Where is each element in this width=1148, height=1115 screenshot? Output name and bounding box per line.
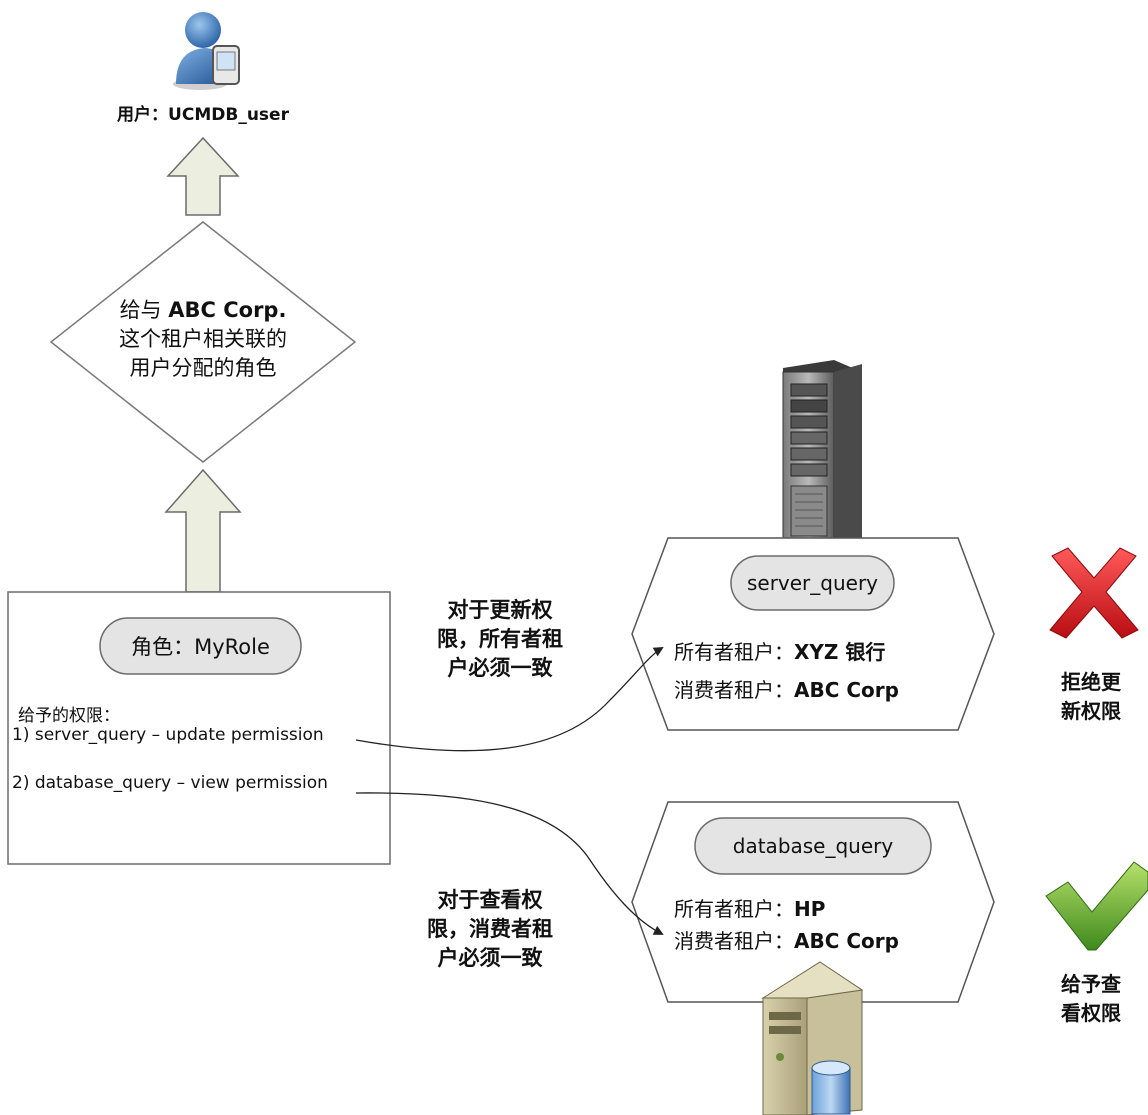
database-consumer-value: ABC Corp	[794, 929, 899, 953]
view-rule-line-2: 限，消费者租	[427, 917, 553, 941]
deny-result-line-1: 拒绝更	[1061, 670, 1121, 694]
diamond-text: 给与 ABC Corp. 这个租户相关联的 用户分配的角色	[90, 296, 316, 383]
server-owner-row: 所有者租户：XYZ 银行	[674, 636, 885, 665]
deny-result-line-2: 新权限	[1061, 699, 1121, 723]
role-pill	[99, 617, 302, 675]
server-query-hexagon	[631, 537, 995, 731]
diamond-line-1-prefix: 给与	[119, 298, 169, 322]
database-query-pill	[694, 817, 932, 875]
deny-result-text: 拒绝更 新权限	[1036, 668, 1146, 726]
view-rule-text: 对于查看权 限，消费者租 户必须一致	[400, 886, 580, 973]
database-owner-label: 所有者租户：	[674, 897, 794, 921]
view-rule-line-3: 户必须一致	[437, 946, 543, 970]
server-tower-icon	[782, 360, 862, 549]
grant-result-text: 给予查 看权限	[1036, 970, 1146, 1028]
update-rule-text: 对于更新权 限，所有者租 户必须一致	[410, 596, 590, 683]
server-consumer-value: ABC Corp	[794, 678, 899, 702]
grant-result-line-1: 给予查	[1061, 972, 1121, 996]
update-rule-line-2: 限，所有者租	[437, 627, 563, 651]
red-x-icon	[1049, 547, 1139, 639]
view-permission-connector	[355, 792, 664, 935]
server-consumer-label: 消费者租户：	[674, 678, 794, 702]
permission-item-1: 1) server_query – update permission	[12, 725, 324, 745]
update-permission-connector	[355, 646, 664, 752]
update-rule-line-1: 对于更新权	[447, 598, 553, 622]
server-owner-value: XYZ 银行	[794, 640, 886, 664]
diamond-line-1: 给与 ABC Corp.	[90, 296, 316, 325]
database-owner-row: 所有者租户：HP	[674, 893, 825, 922]
permissions-heading: 给予的权限：	[18, 706, 120, 726]
database-consumer-row: 消费者租户：ABC Corp	[674, 925, 899, 954]
update-rule-line-3: 户必须一致	[447, 656, 553, 680]
server-database-icon	[761, 961, 864, 1115]
green-check-icon	[1045, 861, 1148, 951]
view-rule-line-1: 对于查看权	[437, 888, 543, 912]
diamond-line-2: 这个租户相关联的	[119, 327, 287, 351]
diamond-line-1-tenant: ABC Corp.	[168, 298, 287, 322]
user-with-phone-icon	[173, 12, 240, 90]
role-pill-label: 角色：MyRole	[131, 635, 270, 659]
server-owner-label: 所有者租户：	[674, 640, 794, 664]
grant-result-line-2: 看权限	[1061, 1001, 1121, 1025]
database-consumer-label: 消费者租户：	[674, 929, 794, 953]
server-query-pill	[730, 555, 895, 611]
diamond-line-3: 用户分配的角色	[129, 356, 277, 380]
upward-arrow-top	[166, 136, 240, 216]
server-query-pill-label: server_query	[746, 571, 879, 595]
upward-arrow-bottom	[164, 468, 242, 593]
permission-item-2: 2) database_query – view permission	[12, 773, 328, 793]
assignment-diamond	[49, 221, 357, 463]
database-owner-value: HP	[794, 897, 826, 921]
database-query-pill-label: database_query	[732, 834, 894, 858]
user-label: 用户：UCMDB_user	[117, 105, 289, 125]
server-consumer-row: 消费者租户：ABC Corp	[674, 674, 899, 703]
